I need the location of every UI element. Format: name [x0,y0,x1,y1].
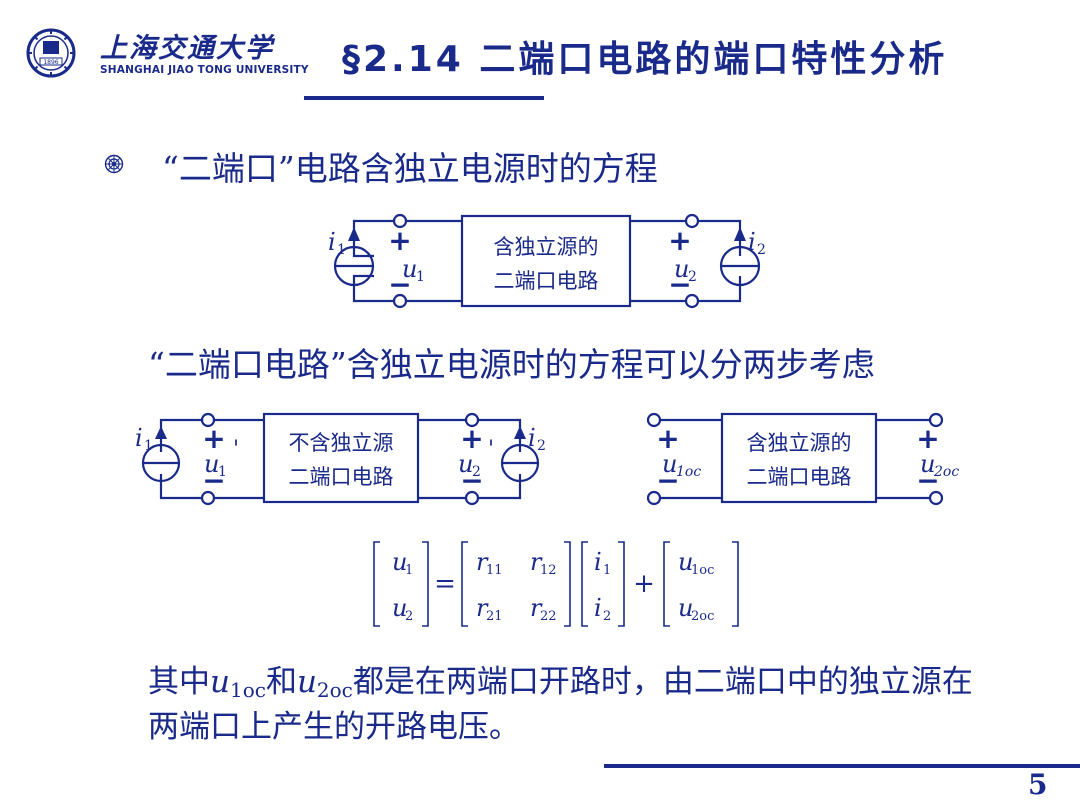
plus-sign: + [633,569,655,599]
matrix-u1oc: u [678,548,693,576]
bullet-gear-icon [104,154,124,174]
svg-text:1oc: 1oc [691,563,714,578]
explanation-text: 其中u1oc和u2oc都是在两端口开路时，由二端口中的独立源在两端口上产生的开路… [148,664,973,745]
title-underline [304,96,544,100]
matrix-r21: r [476,594,489,622]
svg-text:2: 2 [757,242,766,258]
plus-sign: + [656,422,679,455]
svg-text:1: 1 [218,464,227,480]
logo-year: 1896 [43,59,58,66]
footer-rule [604,764,1080,768]
university-emblem-icon: 1896 [26,28,76,78]
plus-sign: + [668,224,691,257]
slide-title: §2.14 二端口电路的端口特性分析 [342,39,948,80]
subheading: “二端口电路”含独立电源时的方程可以分两步考虑 [148,345,875,384]
plus-sign: + [460,422,483,455]
u1oc-label: u [662,450,677,478]
svg-text:2: 2 [472,464,481,480]
svg-text:2oc: 2oc [933,464,959,480]
svg-text:12: 12 [540,563,557,578]
minus-sign: − [388,268,411,301]
section-heading: “二端口”电路含独立电源时的方程 [162,149,658,188]
matrix-u2oc: u [678,594,693,622]
minus-sign: − [668,268,691,301]
page-number: 5 [1028,768,1048,801]
plus-sign: + [916,422,939,455]
svg-text:': ' [488,437,494,462]
box-text-line1: 不含独立源 [289,431,394,455]
svg-text:1: 1 [603,563,611,578]
circuit-diagram-2: i 1 i 2 + − u 1 ' + − u 2 ' 不含独立源 二端口电路 [135,412,546,506]
matrix-u2: u [392,594,407,622]
i2-label: i [748,228,756,256]
svg-text:2oc: 2oc [691,609,714,624]
u2-prime-label: u [458,450,473,478]
svg-text:': ' [233,437,239,462]
svg-text:11: 11 [486,563,503,578]
u1-prime-label: u [204,450,219,478]
matrix-i1: i [594,548,602,576]
svg-text:1oc: 1oc [676,464,701,480]
svg-text:1: 1 [144,438,153,454]
plus-sign: + [388,224,411,257]
matrix-equation: u 1 u 2 = r 11 r 12 r 21 r 22 i 1 i 2 + … [373,541,739,627]
matrix-r11: r [476,548,489,576]
logo-english-name: SHANGHAI JIAO TONG UNIVERSITY [100,64,309,76]
plus-sign: + [202,422,225,455]
svg-text:2: 2 [603,609,611,624]
i1-label: i [328,228,336,256]
svg-text:21: 21 [486,609,503,624]
logo-chinese-name: 上海交通大学 [100,33,274,64]
box-text-line2: 二端口电路 [747,465,852,489]
circuit-diagram-1: i 1 i 2 + − u 1 + − u 2 含独立源的 二端口电路 [328,213,766,309]
matrix-i2: i [594,594,602,622]
box-text-line2: 二端口电路 [289,465,394,489]
u2oc-label: u [920,450,935,478]
i1-label: i [135,424,143,452]
svg-text:1: 1 [337,242,346,258]
box-text-line2: 二端口电路 [494,269,599,293]
minus-sign: − [460,464,483,497]
circuit-diagram-3: + − u 1oc + − u 2oc 含独立源的 二端口电路 [646,412,959,506]
equals-sign: = [434,569,456,599]
matrix-r22: r [530,594,543,622]
svg-text:22: 22 [540,609,557,624]
matrix-r12: r [530,548,543,576]
u1-label: u [402,255,417,283]
svg-text:1: 1 [405,563,413,578]
svg-text:2: 2 [688,269,697,285]
svg-text:1: 1 [416,269,425,285]
minus-sign: − [656,464,679,497]
u2-label: u [674,255,689,283]
matrix-u1: u [392,548,407,576]
i2-label: i [528,424,536,452]
svg-text:2: 2 [405,609,413,624]
box-text-line1: 含独立源的 [747,431,852,455]
minus-sign: − [916,464,939,497]
svg-text:2: 2 [537,438,546,454]
minus-sign: − [202,464,225,497]
box-text-line1: 含独立源的 [494,235,599,259]
